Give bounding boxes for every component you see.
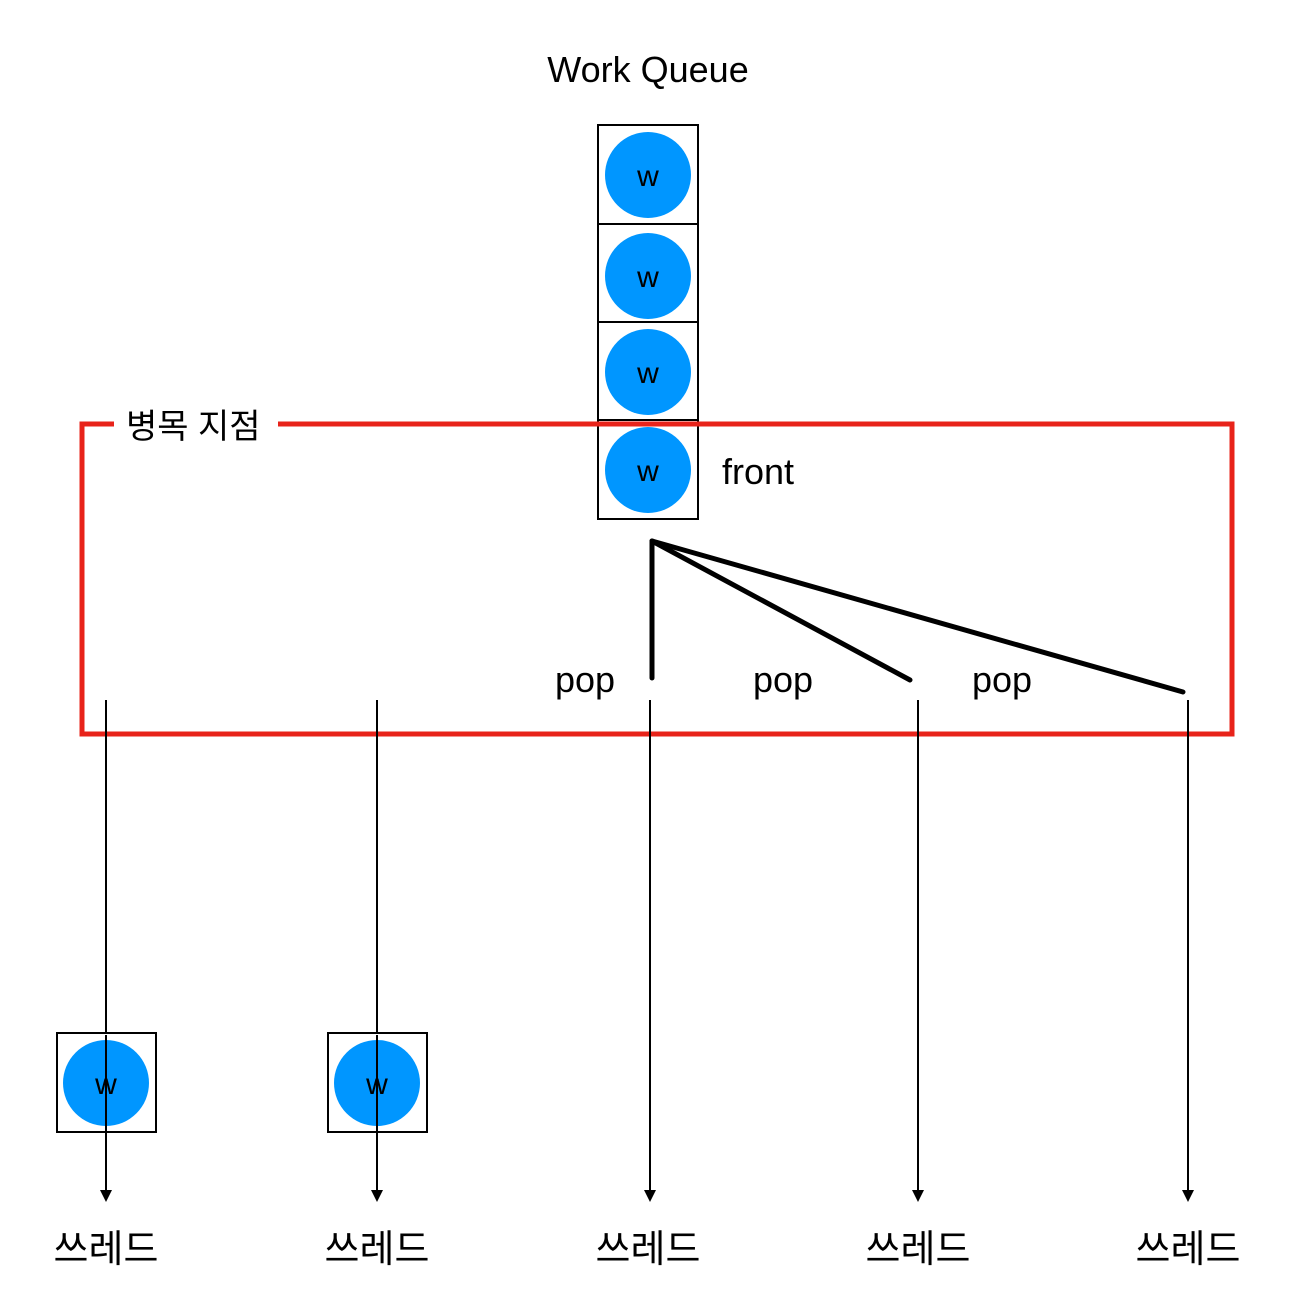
pop-label: pop <box>753 659 813 700</box>
thread-lane: 쓰레드 <box>1136 700 1241 1271</box>
work-item-circle <box>605 427 691 513</box>
pop-label: pop <box>555 659 615 700</box>
work-item-circle <box>605 132 691 218</box>
thread-lane: 쓰레드 <box>596 700 701 1271</box>
queue-slot: w <box>597 321 699 421</box>
work-item-label: w <box>636 261 659 294</box>
thread-lane: w 쓰레드 <box>54 700 159 1271</box>
thread-label: 쓰레드 <box>325 1229 430 1271</box>
work-item-label: w <box>636 357 659 390</box>
bottleneck-region: 병목 지점 <box>79 408 1235 737</box>
work-item-label: w <box>636 455 659 488</box>
bottleneck-border <box>79 421 1235 737</box>
work-queue: w w w w <box>597 124 699 520</box>
bottleneck-label: 병목 지점 <box>126 408 261 446</box>
thread-label: 쓰레드 <box>54 1229 159 1271</box>
work-item-label: w <box>94 1068 117 1101</box>
work-item-label: w <box>365 1068 388 1101</box>
thread-lane: 쓰레드 <box>866 700 971 1271</box>
held-work-item: w <box>327 1032 428 1133</box>
thread-label: 쓰레드 <box>1136 1229 1241 1271</box>
thread-label: 쓰레드 <box>596 1229 701 1271</box>
diagram-title: Work Queue <box>547 49 748 90</box>
held-work-item: w <box>56 1032 157 1133</box>
pop-line <box>649 538 913 683</box>
work-item-circle <box>605 329 691 415</box>
work-item-label: w <box>636 160 659 193</box>
pop-lines <box>649 538 1186 695</box>
front-label: front <box>722 451 794 492</box>
pop-line <box>649 538 1186 695</box>
pop-label: pop <box>972 659 1032 700</box>
thread-label: 쓰레드 <box>866 1229 971 1271</box>
thread-lane: w 쓰레드 <box>325 700 430 1271</box>
queue-slot-front: w <box>597 419 699 520</box>
queue-slot: w <box>597 223 699 323</box>
work-item-circle <box>605 233 691 319</box>
queue-slot: w <box>597 124 699 225</box>
